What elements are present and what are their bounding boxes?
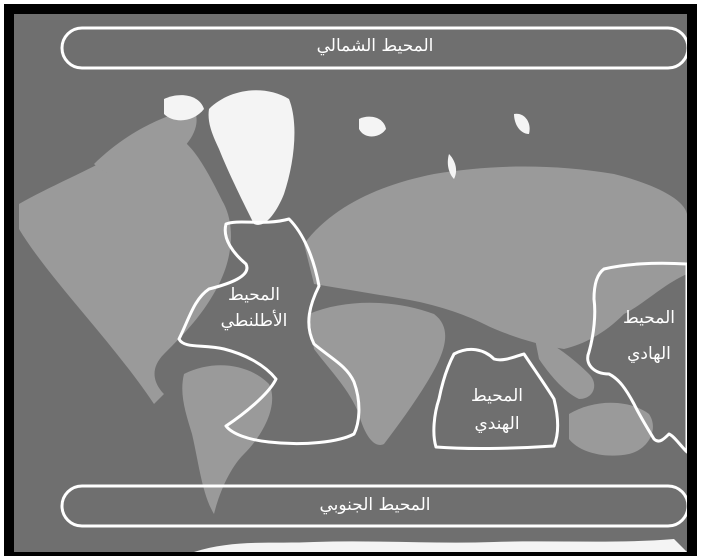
arctic-island-east [514,113,530,134]
southern-ocean-label: المحيط الجنوبي [319,495,431,515]
south-america [182,365,273,514]
map-svg [19,26,687,552]
indian-ocean-label-line2: الهندي [474,414,520,434]
arctic-ocean-outline [60,26,687,70]
svalbard [359,116,386,137]
southeast-asia [534,334,595,399]
pacific-ocean-outline [586,261,687,454]
africa [309,302,446,445]
atlantic-ocean-label-line2: الأطلنطي [220,311,288,331]
indian-ocean-outline [432,347,560,451]
atlantic-ocean-label: المحيط الأطلنطي [209,282,299,334]
greenland [208,90,295,225]
antarctica [194,539,687,552]
world-map: المحيط الشمالي المحيط الأطلنطي المحيط ال… [14,14,687,552]
pacific-ocean-label-line2: الهادي [627,344,671,364]
atlantic-ocean-outline [177,217,361,446]
novaya-zemlya [447,154,457,179]
australia [569,402,653,456]
indian-ocean-label: المحيط الهندي [452,382,542,438]
arctic-islands [164,95,204,121]
southern-ocean-outline [60,484,687,528]
pacific-ocean-label-line1: المحيط [623,308,675,328]
canada-islands [94,109,197,176]
europe-asia [304,166,687,349]
atlantic-ocean-label-line1: المحيط [228,285,280,305]
pacific-ocean-label: المحيط الهادي [614,300,684,372]
arctic-ocean-label: المحيط الشمالي [316,36,434,56]
north-america [19,132,231,404]
indian-ocean-label-line1: المحيط [471,386,523,406]
